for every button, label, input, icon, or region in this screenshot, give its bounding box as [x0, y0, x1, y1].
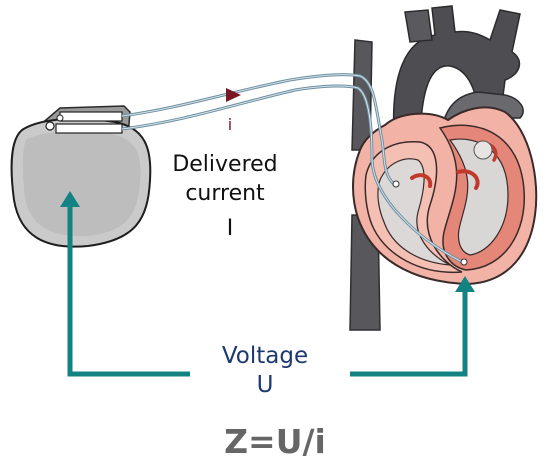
impedance-formula: Z=U/i	[224, 422, 326, 461]
delivered-current-label: Delivered current	[140, 150, 310, 208]
voltage-text: Voltage U	[221, 343, 309, 398]
port-lower	[55, 123, 123, 134]
aorta-branch-left	[404, 9, 433, 43]
generator-can-shade	[22, 131, 141, 237]
heart-icon	[349, 5, 538, 331]
lead-upper-inner	[121, 74, 396, 186]
pacemaker-generator-icon	[10, 105, 152, 248]
atrium-mark	[473, 140, 493, 160]
pacing-leads	[121, 73, 468, 266]
valve-accent-1	[410, 173, 433, 188]
voltage-label: Voltage U	[180, 342, 350, 400]
current-symbol-label: I	[226, 216, 234, 241]
voltage-arrow-right	[350, 290, 468, 377]
voltage-arrowhead-right-icon	[455, 276, 475, 292]
voltage-arrowhead-left-icon	[60, 191, 80, 207]
valve-accent-2	[456, 169, 480, 190]
current-arrow-icon	[226, 88, 241, 102]
superior-vena-cava	[351, 39, 373, 151]
voltage-arrow-left	[67, 205, 190, 377]
setscrew-1	[45, 121, 55, 131]
delivered-current-text: Delivered current	[172, 152, 278, 206]
port-upper	[59, 111, 123, 122]
current-i-label: i	[227, 115, 233, 134]
setscrew-2	[56, 114, 64, 122]
lead-tip-ventricular	[460, 258, 468, 266]
voltage-arrows	[60, 191, 475, 377]
lead-lower-inner	[121, 85, 463, 263]
lead-tip-atrial	[392, 180, 400, 188]
